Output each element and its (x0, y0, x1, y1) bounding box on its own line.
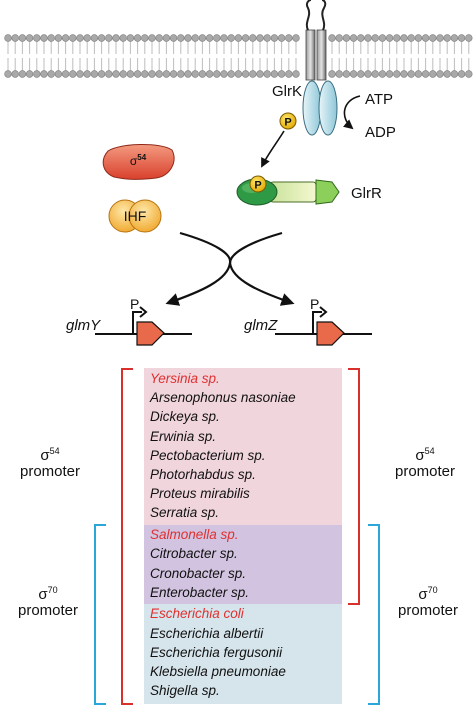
sigma70-bracket-left (94, 524, 106, 705)
species-name: Arsenophonus nasoniae (150, 390, 296, 406)
glrr-label: GlrR (351, 185, 382, 202)
species-name: Klebsiella pneumoniae (150, 664, 286, 679)
sigma70-promoter-right: σ70 promoter (397, 585, 459, 619)
atp-adp-arrow (343, 95, 361, 130)
species-name: Citrobacter sp. (150, 546, 238, 562)
sigma70-bracket-right (368, 524, 380, 705)
phosphate-glrk: P (279, 112, 297, 130)
glmy-label: glmY (66, 317, 101, 334)
sigma54-factor: σ54 (102, 143, 175, 180)
species-name: Salmonella sp. (150, 527, 239, 543)
glmz-locus: P (275, 296, 372, 346)
phosphotransfer-arrow (261, 130, 285, 168)
sigma54-promoter-left: σ54 promoter (19, 446, 81, 480)
regulation-arrows (165, 231, 295, 306)
group-bg-sigma54 (144, 368, 342, 525)
glmz-label: glmZ (244, 317, 278, 334)
species-name: Escherichia fergusonii (150, 644, 283, 660)
adp-label: ADP (365, 124, 396, 141)
species-name: Cronobacter sp. (150, 565, 247, 581)
species-name: Proteus mirabilis (150, 486, 250, 502)
svg-text:P: P (254, 180, 261, 192)
svg-text:P: P (130, 296, 139, 312)
sigma70-promoter-left: σ70 promoter (17, 585, 79, 619)
glrr-protein (236, 178, 340, 206)
atp-label: ATP (365, 91, 393, 108)
sigma54-promoter-right: σ54 promoter (394, 446, 456, 480)
species-name: Erwinia sp. (150, 428, 217, 444)
species-name: Yersinia sp. (150, 371, 220, 386)
phosphate-glrr: P (249, 175, 267, 193)
svg-text:P: P (284, 117, 291, 129)
svg-text:IHF: IHF (124, 208, 147, 224)
glrk-kinase (302, 80, 338, 136)
cell-membrane (4, 34, 473, 78)
glrk-transmembrane (305, 0, 327, 81)
svg-text:σ54: σ54 (130, 153, 147, 168)
sigma54-bracket-right (348, 368, 360, 605)
group-bg-shared (144, 525, 342, 604)
svg-text:P: P (310, 296, 319, 312)
species-name: Pectobacterium sp. (150, 447, 266, 463)
species-name: Shigella sp. (150, 683, 220, 699)
species-name: Enterobacter sp. (150, 584, 250, 600)
ihf-protein: IHF (108, 199, 162, 233)
sigma54-bracket-left (121, 368, 133, 705)
group-bg-sigma70 (144, 604, 342, 704)
glrk-label: GlrK (272, 83, 302, 100)
glmy-locus: P (95, 296, 192, 346)
species-name: Escherichia albertii (150, 625, 264, 641)
species-name: Escherichia coli (150, 606, 244, 622)
species-name: Serratia sp. (150, 505, 220, 521)
species-name: Dickeya sp. (150, 409, 220, 425)
species-name: Photorhabdus sp. (150, 467, 256, 482)
